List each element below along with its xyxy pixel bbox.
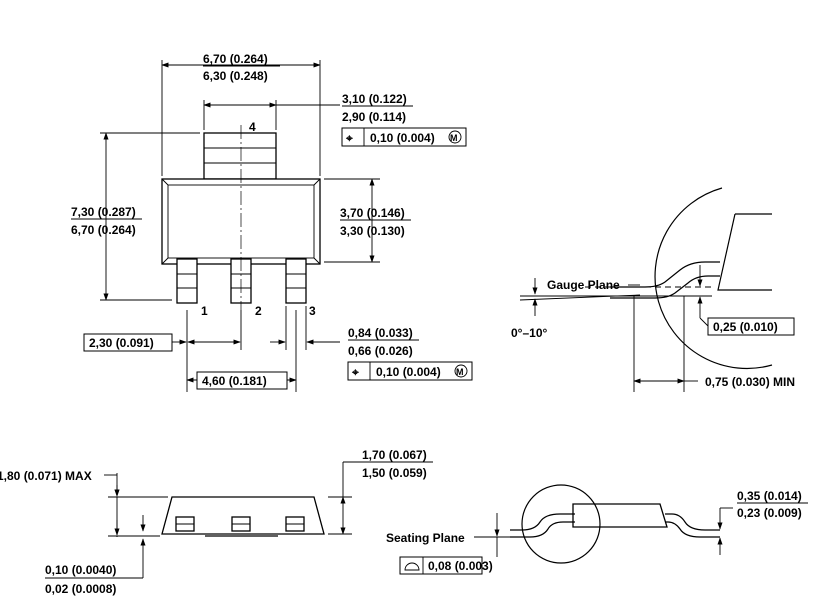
lead-width-min: 0,66 (0.026) [348, 344, 413, 358]
side-view: 1,80 (0.071) MAX 0,10 (0.0040) 0,02 (0.0… [0, 448, 433, 596]
top-view: 4 1 2 3 6,70 (0.264) 6,30 (0.248) 3,10 (… [71, 52, 473, 392]
tab-width-min: 2,90 (0.114) [342, 110, 406, 124]
gauge-detail-view: Gauge Plane 0°–10° 0,25 (0.010) 0,75 (0.… [511, 187, 795, 392]
height-min: 6,70 (0.264) [71, 223, 136, 237]
tab-position-tol: 0,10 (0.004) [370, 131, 435, 145]
pin-pitch: 2,30 (0.091) [89, 336, 154, 350]
lead-thickness-min: 0,23 (0.009) [737, 506, 802, 520]
pin-label-1: 1 [201, 304, 208, 318]
standoff-max: 0,10 (0.0040) [45, 563, 116, 577]
foot-gauge: 0,25 (0.010) [713, 320, 778, 334]
lead-width-max: 0,84 (0.033) [348, 326, 413, 340]
end-view: Seating Plane 0,08 (0.003) 0,35 (0.014) … [386, 484, 808, 575]
side-body-max: 1,70 (0.067) [362, 448, 427, 462]
mmc-icon: M [450, 133, 458, 143]
overall-height-max: 1,80 (0.071) MAX [0, 469, 92, 483]
height-max: 7,30 (0.287) [71, 205, 136, 219]
lead-1 [176, 258, 198, 304]
pin-label-4: 4 [249, 120, 256, 134]
position-tol-icon: ⌖ [345, 131, 353, 145]
pin-label-2: 2 [255, 304, 262, 318]
gauge-plane-label: Gauge Plane [547, 278, 620, 292]
standoff-min: 0,02 (0.0008) [45, 582, 116, 596]
detail-circle [654, 187, 773, 370]
pin-span: 4,60 (0.181) [202, 374, 267, 388]
width-max: 6,70 (0.264) [203, 52, 268, 66]
position-tol-icon: ⌖ [351, 365, 359, 379]
mmc-icon: M [456, 367, 464, 377]
lead-angle: 0°–10° [511, 326, 547, 340]
body-height-max: 3,70 (0.146) [340, 206, 405, 220]
lead-thickness-max: 0,35 (0.014) [737, 489, 802, 503]
end-body [572, 503, 668, 528]
lead-position-tol: 0,10 (0.004) [376, 365, 441, 379]
width-min: 6,30 (0.248) [203, 69, 268, 83]
coplanarity-icon [404, 562, 420, 571]
body-height-min: 3,30 (0.130) [340, 224, 405, 238]
detail-circle [521, 484, 601, 564]
coplanarity: 0,08 (0.003) [428, 559, 493, 573]
seating-plane-label: Seating Plane [386, 531, 465, 545]
tab-pin-4 [203, 132, 277, 180]
side-body-min: 1,50 (0.059) [362, 466, 427, 480]
side-body [161, 496, 325, 535]
tab-width-max: 3,10 (0.122) [342, 92, 407, 106]
lead-3 [285, 258, 307, 304]
foot-length-min: 0,75 (0.030) MIN [705, 375, 795, 389]
pin-label-3: 3 [309, 304, 316, 318]
